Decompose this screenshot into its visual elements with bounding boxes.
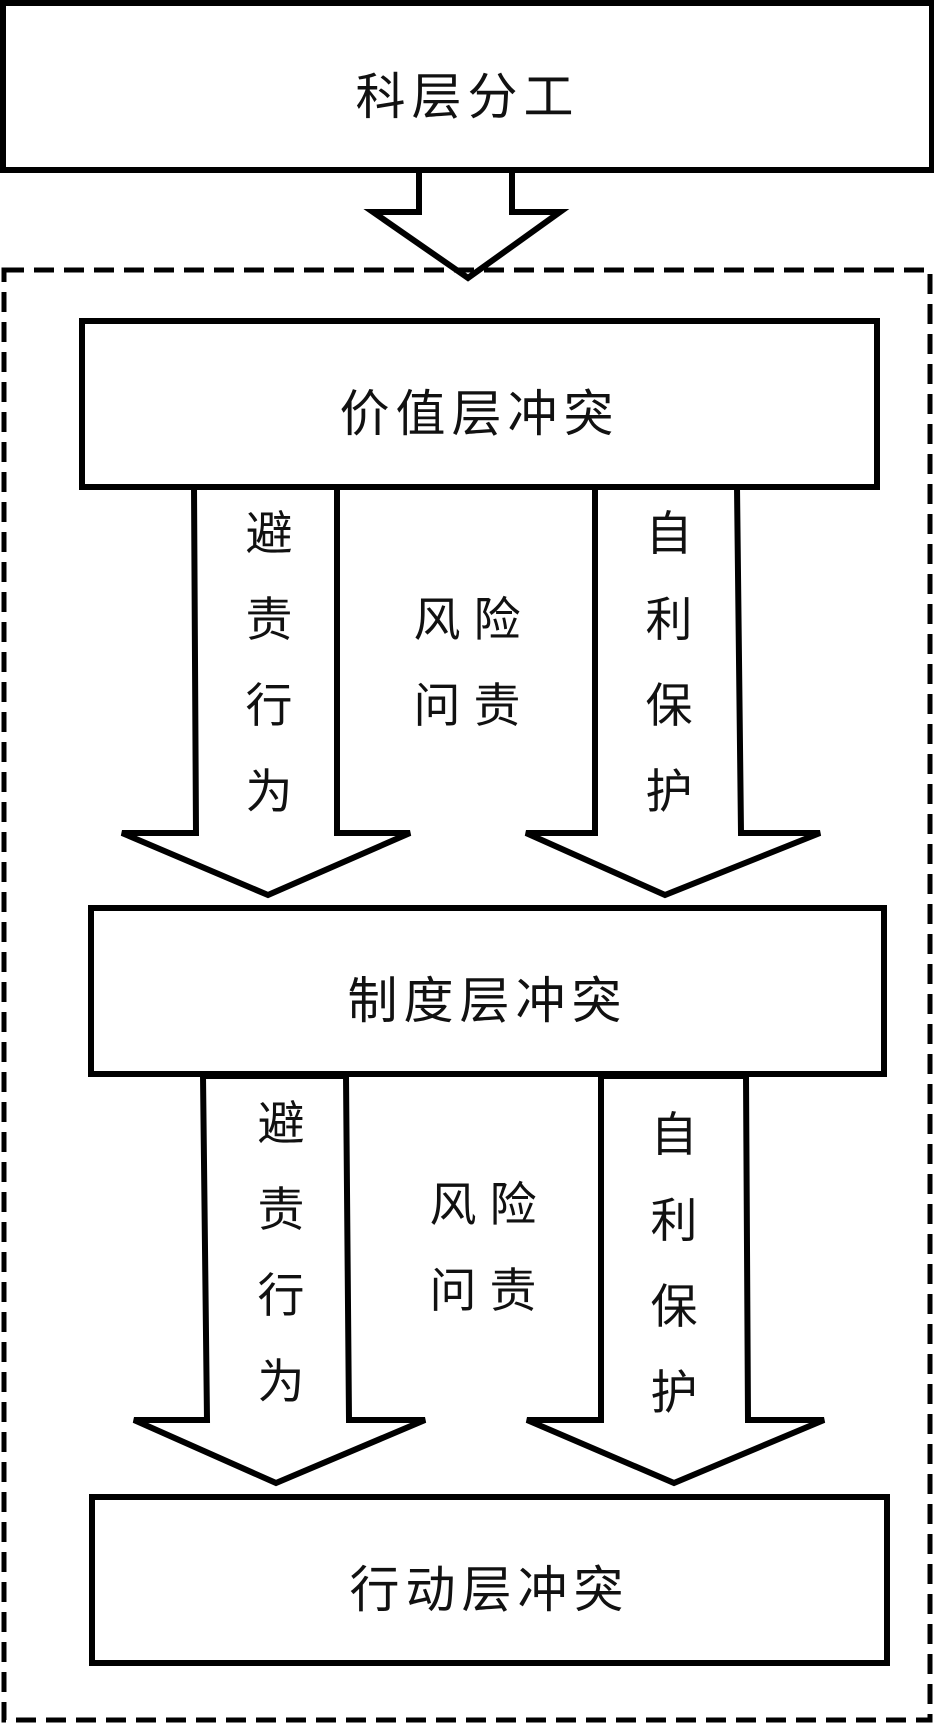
value-conflict-box [79, 318, 880, 490]
institution-conflict-label: 制度层冲突 [347, 972, 628, 1030]
upper-right-arrow [524, 484, 822, 899]
lower-avoid-blame-label: 避责行为 [257, 1097, 305, 1410]
action-conflict-box [89, 1494, 890, 1666]
lower-self-interest-label: 自利保护 [650, 1108, 698, 1421]
upper-avoid-blame-label: 避责行为 [245, 507, 293, 820]
lower-left-arrow [132, 1073, 427, 1487]
lower-risk-label-col2: 险责 [489, 1178, 537, 1319]
top-box [0, 0, 934, 173]
upper-risk-label-col1: 风问 [413, 593, 461, 734]
top-box-label: 科层分工 [355, 68, 580, 126]
upper-self-interest-label: 自利保护 [645, 507, 693, 820]
lower-right-arrow [525, 1073, 826, 1487]
top-down-arrow [363, 167, 570, 282]
upper-left-arrow [120, 484, 412, 899]
dashed-container [1, 267, 933, 1723]
lower-risk-label-col1: 风问 [429, 1178, 477, 1319]
action-conflict-label: 行动层冲突 [349, 1561, 630, 1619]
value-conflict-label: 价值层冲突 [339, 385, 620, 443]
upper-risk-label-col2: 险责 [473, 593, 521, 734]
institution-conflict-box [88, 905, 887, 1077]
